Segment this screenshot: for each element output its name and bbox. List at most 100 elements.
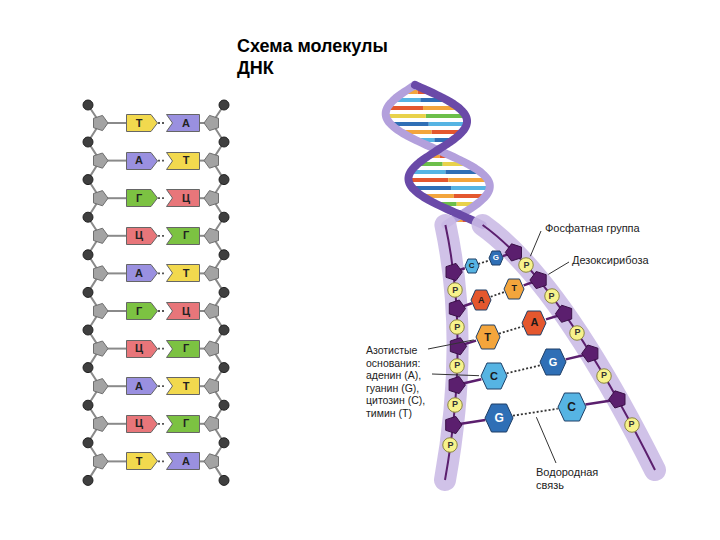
base-box: Т xyxy=(166,152,200,170)
deoxyribose-pentagon xyxy=(446,263,462,280)
sugar-pentagon xyxy=(94,341,109,356)
hydrogen-bond xyxy=(513,409,558,416)
node-outline xyxy=(127,227,158,244)
callout-label: Дезоксирибоза xyxy=(572,254,649,267)
base-rung xyxy=(451,186,490,190)
open-strands xyxy=(445,225,655,480)
node-outline xyxy=(167,265,200,282)
base-letter: Ц xyxy=(135,343,143,354)
node-outline xyxy=(127,115,158,132)
deoxyribose-pentagon xyxy=(609,391,625,408)
base-letter: А xyxy=(182,456,190,467)
deoxyribose-pentagon xyxy=(505,244,521,261)
base-letter: Т xyxy=(136,118,143,129)
diagram-title: Схема молекулы ДНК xyxy=(237,36,407,79)
leader-line xyxy=(428,340,474,349)
node-outline xyxy=(558,393,586,421)
phosphate-dot xyxy=(219,325,229,335)
phosphate-circle: P xyxy=(449,358,465,374)
base-rung xyxy=(429,122,467,126)
phosphate-dot xyxy=(219,400,229,410)
strand-backbone xyxy=(483,225,655,470)
base-hexagon: G xyxy=(484,403,514,433)
base-letter: А xyxy=(135,155,143,166)
sugar-pentagon xyxy=(94,379,109,394)
node-outline xyxy=(504,279,524,299)
deoxyribose-pentagon xyxy=(450,338,466,355)
node-outline xyxy=(167,115,200,132)
base-box: А xyxy=(166,114,200,132)
sugar-pentagon xyxy=(94,266,109,281)
node-outline xyxy=(127,453,158,470)
phosphate-dot xyxy=(219,100,229,110)
phosphate-dot xyxy=(219,363,229,373)
phosphate-circle: P xyxy=(569,325,585,341)
sugar-pentagon xyxy=(204,153,219,168)
ladder-backbone xyxy=(83,100,229,485)
sugar-link xyxy=(106,310,127,312)
sugar-link xyxy=(106,197,127,199)
base-box: Т xyxy=(166,264,200,282)
base-letter: Ц xyxy=(135,418,143,429)
base-letter: Ц xyxy=(135,230,143,241)
phosphate-dot xyxy=(83,175,93,185)
sugar-pentagon xyxy=(204,416,219,431)
phosphate-dot xyxy=(219,250,229,260)
base-box: Т xyxy=(166,377,200,395)
base-letter: A xyxy=(478,296,485,305)
node-outline xyxy=(167,190,200,207)
base-box: А xyxy=(126,377,158,395)
base-letter: Т xyxy=(183,268,190,279)
sugar-pentagon xyxy=(94,191,109,206)
sugar-pentagon xyxy=(94,454,109,469)
node-outline xyxy=(476,325,500,349)
hydrogen-bond xyxy=(158,122,166,124)
sugar-pentagon xyxy=(204,266,219,281)
base-letter: Ц xyxy=(182,193,190,204)
sugar-link xyxy=(106,460,127,462)
node-outline xyxy=(540,349,566,375)
sugar-link xyxy=(106,272,127,274)
node-outline xyxy=(624,417,639,432)
base-hexagon: T xyxy=(503,278,525,300)
hydrogen-bond xyxy=(158,235,166,237)
node-outline xyxy=(167,378,200,395)
deoxyribose-pentagon xyxy=(449,300,465,317)
base-letter: T xyxy=(511,284,517,293)
node-outline xyxy=(450,358,465,373)
base-box: Г xyxy=(166,227,200,245)
base-letter: P xyxy=(447,441,453,450)
base-letter: P xyxy=(601,371,607,380)
base-letter: Т xyxy=(183,381,190,392)
sugar-pentagon xyxy=(204,341,219,356)
node-outline xyxy=(167,340,200,357)
callout-label: Фосфатная группа xyxy=(545,222,640,235)
node-outline xyxy=(448,398,463,413)
node-outline xyxy=(167,453,200,470)
sugar-link xyxy=(106,122,127,124)
phosphate-dot xyxy=(83,287,93,297)
base-rung xyxy=(426,114,466,118)
base-letter: P xyxy=(549,292,555,301)
node-outline xyxy=(127,265,158,282)
node-outline xyxy=(450,320,465,335)
base-letter: G xyxy=(493,254,499,262)
base-letter: P xyxy=(629,420,635,429)
phosphate-dot xyxy=(83,400,93,410)
node-outline xyxy=(167,303,200,320)
node-outline xyxy=(127,415,158,432)
base-letter: T xyxy=(484,332,491,343)
node-outline xyxy=(448,283,463,298)
sugar-link xyxy=(106,385,127,387)
phosphate-dot xyxy=(219,175,229,185)
node-outline xyxy=(544,289,559,304)
phosphate-dot xyxy=(219,287,229,297)
hydrogen-bond xyxy=(158,160,166,162)
node-outline xyxy=(167,415,200,432)
helix-strand xyxy=(386,85,490,225)
sugar-pentagon xyxy=(204,115,219,130)
